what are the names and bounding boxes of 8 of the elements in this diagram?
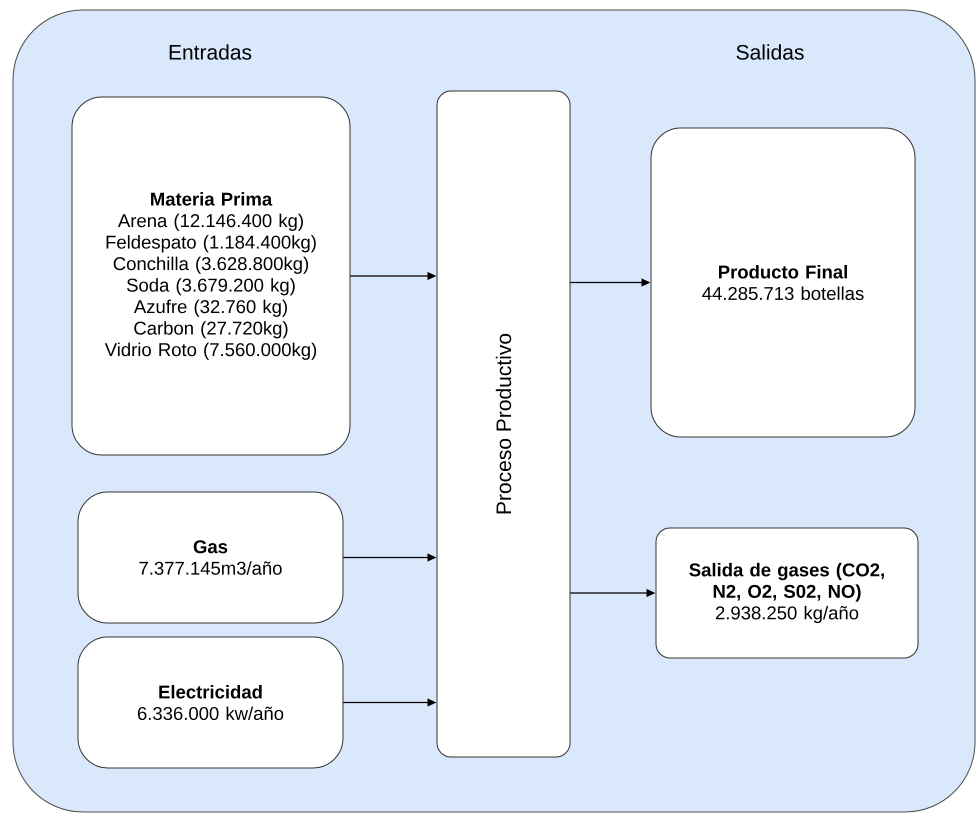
input-box: Gas 7.377.145m3/año <box>78 492 344 624</box>
output-box: Salida de gases (CO2, N2, O2, S02, NO) 2.938.250 kg/año <box>656 528 919 658</box>
input-box: Materia Prima Arena (12.146.400 kg) Feldespato (1.184.400kg) Conchilla (3.628.800kg) Soda (3.679.200 kg) Azufre (32.760 kg) Carbon (27.720kg) Vidrio Roto (7.560.000kg) <box>72 96 350 456</box>
process-box: Proceso Productivo <box>436 90 570 758</box>
output-box: Producto Final 44.285.713 botellas <box>650 128 916 438</box>
column-heading: Salidas <box>736 44 804 60</box>
column-heading: Entradas <box>170 44 252 60</box>
input-box: Electricidad 6.336.000 kw/año <box>78 636 344 768</box>
